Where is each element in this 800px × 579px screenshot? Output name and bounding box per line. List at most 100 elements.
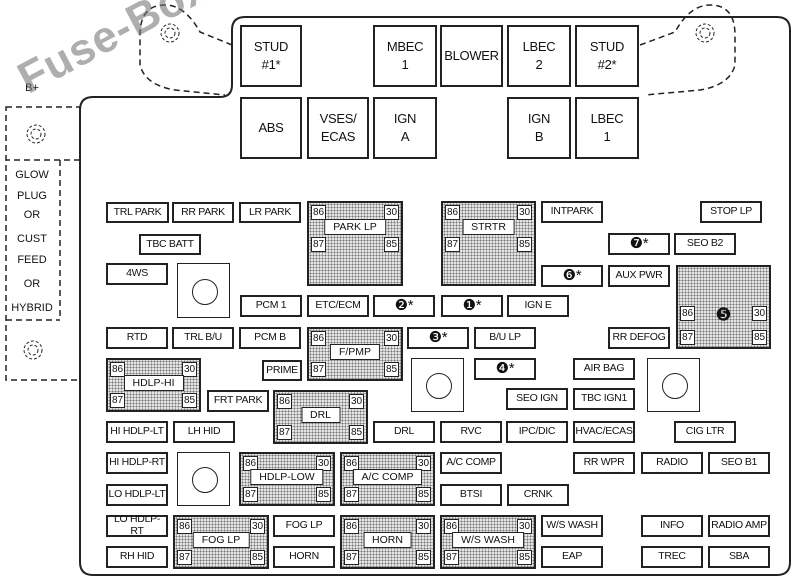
fuse-lbec-2: LBEC 2 (507, 25, 571, 87)
fuse-numbered: ❸* (407, 327, 469, 349)
fuse-rr-defog: RR DEFOG (608, 327, 670, 349)
relay-pin-30: 30 (182, 362, 197, 377)
relay-numbered: 86 30 87 85 ❺ (676, 265, 771, 349)
relay-pin-87: 87 (277, 425, 292, 440)
relay-pin-30: 30 (384, 331, 399, 346)
fuse-etc-ecm: ETC/ECM (307, 295, 369, 317)
fuse-hi-hdlp-lt: HI HDLP-LT (106, 421, 168, 443)
fuse-drl: DRL (373, 421, 435, 443)
fuse-mbec-1: MBEC 1 (373, 25, 437, 87)
fuse-aux-pwr: AUX PWR (608, 265, 670, 287)
mounting-stud-socket (411, 358, 464, 412)
relay-label: ❺ (715, 304, 732, 325)
fuse-cig-ltr: CIG LTR (674, 421, 736, 443)
fuse-lo-hdlp-rt: LO HDLP-RT (106, 514, 168, 537)
fuse-tbc-batt: TBC BATT (139, 234, 201, 255)
fuse-intpark: INTPARK (541, 201, 603, 223)
fuse-trl-park: TRL PARK (106, 202, 169, 223)
fuse-eap: EAP (541, 546, 603, 568)
relay-pin-30: 30 (517, 519, 532, 534)
fuse-seo-ign: SEO IGN (506, 388, 568, 410)
relay-pin-86: 86 (445, 205, 460, 220)
fuse-rh-hid: RH HID (106, 546, 168, 568)
relay-pin-85: 85 (316, 487, 331, 502)
fuse-vses-ecas: VSES/ ECAS (307, 97, 369, 159)
relay-pin-85: 85 (517, 550, 532, 565)
relay-pin-86: 86 (444, 519, 459, 534)
relay-pin-87: 87 (177, 550, 192, 565)
fuse-ign-b: IGN B (507, 97, 571, 159)
fuse-abs: ABS (240, 97, 302, 159)
relay-pin-86: 86 (344, 519, 359, 534)
relay-label: FOG LP (192, 532, 250, 548)
fuse-a-c-comp: A/C COMP (440, 452, 502, 474)
relay-pin-86: 86 (311, 205, 326, 220)
fuse-seo-b1: SEO B1 (708, 452, 770, 474)
side-panel-label: HYBRID (11, 302, 53, 314)
relay-pin-85: 85 (250, 550, 265, 565)
fuse-ipc-dic: IPC/DIC (506, 421, 568, 443)
relay-pin-87: 87 (344, 487, 359, 502)
fuse-lo-hdlp-lt: LO HDLP-LT (106, 484, 168, 506)
b-plus-label: B+ (25, 82, 39, 94)
side-panel-label: OR (23, 278, 41, 290)
fuse-radio-amp: RADIO AMP (708, 515, 770, 537)
relay-pin-30: 30 (349, 394, 364, 409)
fuse-sba: SBA (708, 546, 770, 568)
relay-pin-86: 86 (110, 362, 125, 377)
relay-pin-87: 87 (444, 550, 459, 565)
relay-label: HDLP-LOW (250, 469, 324, 485)
relay-pin-85: 85 (416, 550, 431, 565)
relay-label: HORN (363, 532, 412, 548)
relay-pin-87: 87 (311, 237, 326, 252)
relay-pin-30: 30 (517, 205, 532, 220)
fuse-lbec-1: LBEC 1 (575, 97, 639, 159)
fuse-trl-b-u: TRL B/U (172, 327, 234, 349)
relay-label: A/C COMP (352, 469, 423, 485)
relay-label: DRL (300, 407, 341, 423)
fuse-prime: PRIME (262, 360, 302, 381)
fuse-stud-1: STUD #1* (240, 25, 302, 87)
relay-pin-86: 86 (680, 306, 695, 321)
relay-pin-30: 30 (752, 306, 767, 321)
relay-pin-85: 85 (752, 330, 767, 345)
relay-pin-85: 85 (384, 362, 399, 377)
fuse-lh-hid: LH HID (173, 421, 235, 443)
relay-label: HDLP-HI (123, 375, 184, 391)
relay-pin-87: 87 (311, 362, 326, 377)
fuse-frt-park: FRT PARK (207, 390, 269, 412)
relay-pin-30: 30 (416, 456, 431, 471)
fuse-numbered: ❹* (474, 358, 536, 380)
fuse-stud-2: STUD #2* (575, 25, 639, 87)
fuse-lr-park: LR PARK (239, 202, 301, 223)
relay-pin-85: 85 (349, 425, 364, 440)
side-panel-label: GLOW PLUG (15, 169, 49, 202)
relay-pin-87: 87 (243, 487, 258, 502)
relay-pin-86: 86 (344, 456, 359, 471)
fuse-rr-wpr: RR WPR (573, 452, 635, 474)
fuse-4ws: 4WS (106, 263, 168, 285)
relay-label: PARK LP (324, 219, 386, 235)
relay-pin-87: 87 (680, 330, 695, 345)
fuse-b-u-lp: B/U LP (474, 327, 536, 349)
relay-pin-87: 87 (110, 393, 125, 408)
relay-pin-86: 86 (311, 331, 326, 346)
side-panel-label: OR (23, 209, 41, 221)
mounting-stud-socket (177, 452, 230, 506)
fuse-info: INFO (641, 515, 703, 537)
relay-label: STRTR (462, 219, 515, 235)
side-panel-label: CUST FEED (17, 233, 47, 266)
fuse-w-s-wash: W/S WASH (541, 515, 603, 537)
fuse-hi-hdlp-rt: HI HDLP-RT (106, 452, 168, 474)
fuse-stop-lp: STOP LP (700, 201, 762, 223)
